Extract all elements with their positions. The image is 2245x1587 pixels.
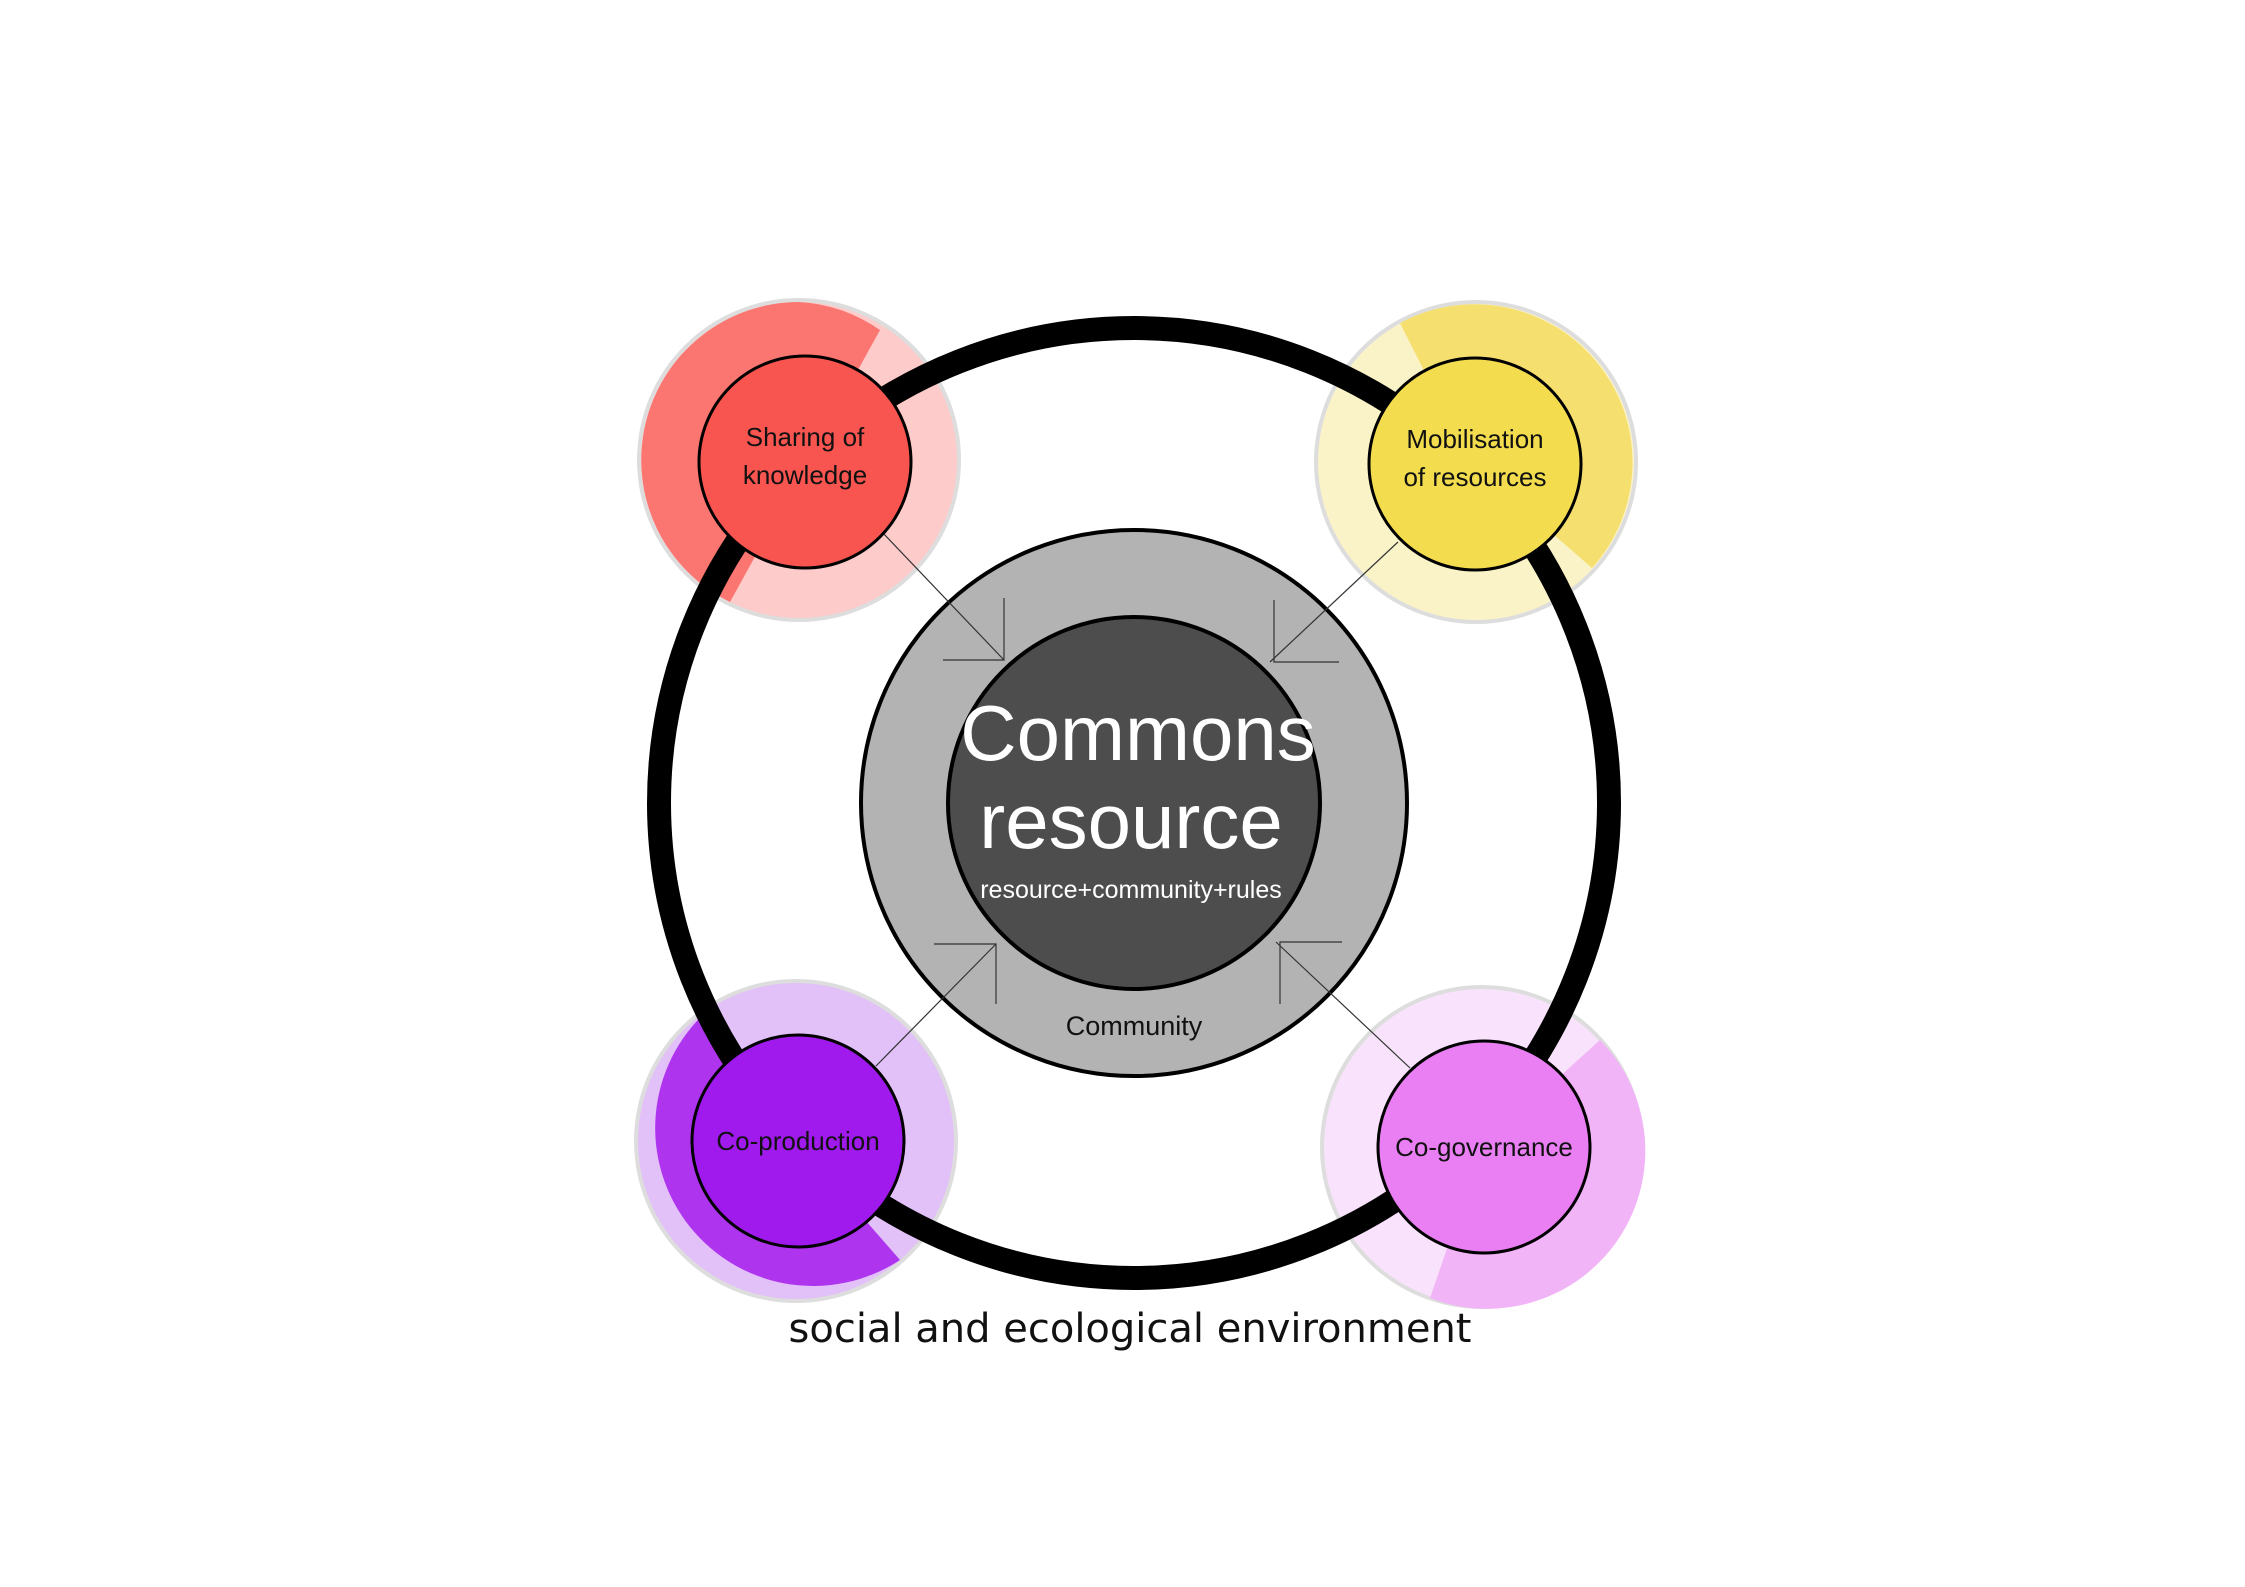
- mobilisation-label-line2: of resources: [1403, 462, 1546, 492]
- arrow-coproduction: [875, 943, 997, 1067]
- arrow-mobilisation-head: [1273, 600, 1339, 663]
- node-cogovernance: Co-governance: [1376, 1039, 1592, 1255]
- center-subtitle: resource+community+rules: [980, 876, 1282, 904]
- arrow-cogovernance-head: [1279, 941, 1342, 1004]
- node-mobilisation: Mobilisation of resources: [1367, 356, 1583, 572]
- arrow-cogovernance: [1275, 941, 1411, 1069]
- node-coproduction: Co-production: [690, 1033, 906, 1249]
- coproduction-label: Co-production: [716, 1126, 879, 1156]
- node-sharing: Sharing of knowledge: [697, 354, 913, 570]
- center-title-line1: Commons: [960, 689, 1315, 777]
- community-label: Community: [1066, 1011, 1203, 1041]
- arrow-mobilisation: [1269, 541, 1399, 663]
- sharing-label-line2: knowledge: [743, 460, 867, 490]
- arrow-sharing: [881, 531, 1005, 661]
- sharing-label-line1: Sharing of: [746, 422, 865, 452]
- outer-ring: [647, 316, 1621, 1290]
- connector-arrows: [875, 531, 1411, 1069]
- arrow-sharing-head: [943, 598, 1005, 661]
- mobilisation-label-line1: Mobilisation: [1406, 424, 1543, 454]
- cogovernance-label: Co-governance: [1395, 1132, 1573, 1162]
- arrow-coproduction-head: [934, 943, 997, 1004]
- environment-label: social and ecological environment: [789, 1306, 1472, 1352]
- center-core: [946, 615, 1322, 991]
- center-title-line2: resource: [979, 777, 1282, 865]
